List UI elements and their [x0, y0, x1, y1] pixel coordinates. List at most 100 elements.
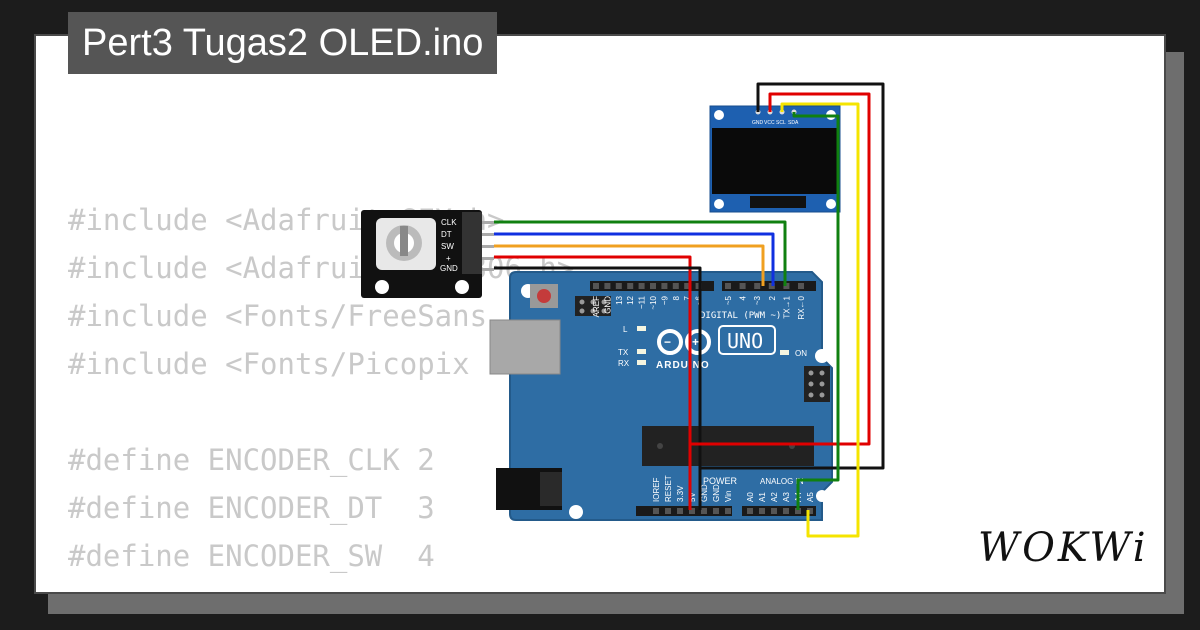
wire-oled-gnd[interactable] [698, 82, 885, 510]
analog-in-label: ANALOG IN [760, 477, 804, 486]
arduino-infinity-logo [657, 329, 711, 355]
digital-pin-hole[interactable] [672, 283, 679, 289]
analog-pin-hole[interactable] [795, 508, 801, 514]
digital-pin-hole[interactable] [615, 283, 622, 289]
logo-plus: + [692, 335, 699, 349]
analog-pin-hole[interactable] [771, 508, 777, 514]
oled-display[interactable]: GND VCC SCL SDA [709, 105, 841, 213]
digital-pin-hole[interactable] [684, 283, 691, 289]
digital-pin-label: 4 [739, 295, 748, 300]
digital-pin-label: 12 [626, 295, 635, 304]
digital-pin-label: 13 [615, 295, 624, 304]
wire-sw-d4[interactable] [494, 244, 765, 286]
led-l [637, 326, 646, 331]
digital-pin-hole[interactable] [627, 283, 634, 289]
rotary-encoder-module[interactable]: CLK DT SW + GND [361, 210, 494, 298]
led-tx-label: TX [618, 348, 629, 357]
icsp-header-right [804, 366, 830, 402]
analog-pin-hole[interactable] [747, 508, 753, 514]
wokwi-logo[interactable]: WOKWi [978, 525, 1149, 571]
mount-hole [569, 505, 583, 519]
encoder-pin-dt: DT [441, 230, 452, 239]
power-pin-hole[interactable] [713, 508, 719, 514]
oled-pin-scl: SCL [776, 120, 786, 126]
digital-pin-label: AREF [592, 296, 601, 317]
power-pin-label: GND [700, 484, 709, 502]
power-pin-hole[interactable] [725, 508, 731, 514]
digital-pin-hole[interactable] [725, 283, 731, 289]
digital-pin-label: ~11 [638, 295, 647, 309]
oled-pin-vcc: VCC [764, 120, 775, 126]
oled-pin-gnd: GND [752, 120, 764, 126]
digital-pin-hole[interactable] [739, 283, 746, 289]
board-brand: ARDUINO [656, 360, 710, 371]
wire-dt-d3[interactable] [494, 232, 775, 286]
digital-pin-hole[interactable] [604, 283, 611, 289]
digital-pin-hole[interactable] [593, 283, 599, 289]
power-pin-label: Vin [724, 491, 733, 502]
oled-screen [712, 128, 838, 194]
wire-oled-sda-a4[interactable] [792, 112, 840, 510]
digital-pin-label: 7 [683, 295, 692, 300]
icsp-header-top [575, 296, 611, 316]
power-pin-label: GND [712, 484, 721, 502]
analog-pin-hole[interactable] [807, 508, 813, 514]
encoder-pin-gnd: GND [440, 264, 458, 273]
power-pin-label: 5V [688, 492, 697, 502]
logo-minus: − [664, 335, 671, 349]
digital-pin-hole[interactable] [798, 283, 804, 289]
digital-pin-label: GND [603, 296, 612, 314]
code-line: #define ENCODER_CLK 2 [68, 443, 435, 477]
led-on [780, 350, 789, 355]
oled-pin-sda: SDA [788, 120, 799, 126]
digital-pin-hole[interactable] [754, 283, 761, 289]
power-pin-hole[interactable] [653, 508, 659, 514]
analog-header [742, 506, 816, 516]
encoder-pin-vcc: + [446, 254, 451, 263]
led-l-label: L [623, 325, 628, 334]
code-line: #define ENCODER_SW 4 [68, 539, 435, 573]
digital-pin-hole[interactable] [661, 283, 668, 289]
analog-pin-label: A3 [782, 492, 791, 502]
digital-pin-hole[interactable] [650, 283, 656, 289]
power-pin-hole[interactable] [689, 508, 695, 514]
digital-pin-label: ~5 [724, 295, 733, 305]
analog-pin-hole[interactable] [759, 508, 765, 514]
digital-pwm-label: DIGITAL (PWM ~) [700, 311, 781, 321]
usb-port [489, 319, 561, 375]
power-pin-label: IOREF [652, 477, 661, 502]
uno-badge [718, 325, 776, 355]
board-model: UNO [727, 329, 763, 353]
analog-pin-label: A1 [758, 492, 767, 502]
power-pin-hole[interactable] [701, 508, 707, 514]
digital-pin-label: ~3 [753, 295, 762, 305]
wire-clk-d2[interactable] [494, 220, 787, 286]
atmega-chip [642, 426, 814, 466]
digital-pin-hole[interactable] [638, 283, 645, 289]
mount-hole [816, 490, 828, 502]
oled-ribbon [750, 196, 806, 208]
power-pin-label: 3.3V [676, 485, 685, 502]
digital-pin-label: ~9 [660, 295, 669, 305]
wire-enc-gnd[interactable] [494, 266, 702, 510]
encoder-pin-sw: SW [441, 242, 454, 251]
project-title: Pert3 Tugas2 OLED.ino [68, 12, 498, 74]
code-line: #define ENCODER_DT 3 [68, 491, 435, 525]
encoder-pin-clk: CLK [441, 218, 457, 227]
wire-oled-vcc[interactable] [690, 92, 871, 446]
analog-pin-label: A5 [806, 492, 815, 502]
wire-oled-scl-a5[interactable] [780, 102, 860, 538]
mount-hole [815, 349, 829, 363]
led-rx-label: RX [618, 359, 630, 368]
digital-pin-label: ~10 [649, 295, 658, 309]
analog-pin-hole[interactable] [783, 508, 789, 514]
digital-pin-label: 8 [672, 295, 681, 300]
wire-enc-vcc-5v[interactable] [494, 255, 692, 510]
digital-pin-label: TX→1 [782, 295, 791, 318]
power-pin-hole[interactable] [665, 508, 671, 514]
power-pin-hole[interactable] [677, 508, 683, 514]
digital-pin-label: RX←0 [797, 295, 806, 319]
analog-pin-label: A0 [746, 492, 755, 502]
